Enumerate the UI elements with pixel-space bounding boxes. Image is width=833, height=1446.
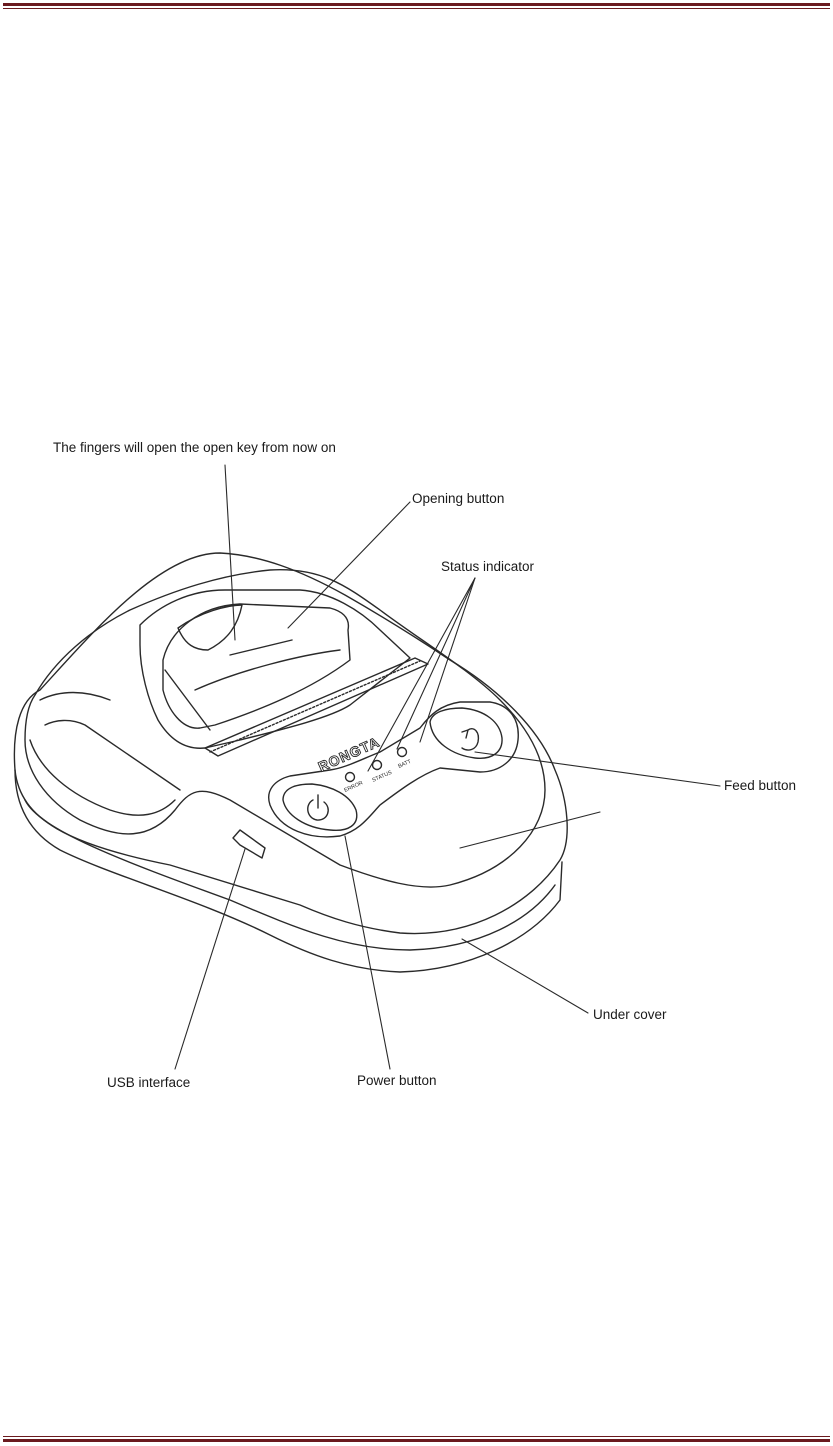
power-icon: [308, 795, 328, 820]
callout-feed-button: Feed button: [724, 778, 796, 793]
feed-icon: [462, 729, 478, 750]
leader-lines: [175, 465, 720, 1069]
paper-cover: [140, 590, 410, 748]
indicator-label-error: ERROR: [343, 780, 364, 794]
led-status: [373, 761, 382, 770]
bottom-rule: [3, 1436, 830, 1442]
cover-window: [163, 604, 350, 728]
usb-port: [233, 830, 265, 858]
callout-fingers: The fingers will open the open key from …: [53, 440, 336, 455]
callout-usb-interface: USB interface: [107, 1075, 190, 1090]
finger-notch: [178, 605, 242, 650]
under-cover: [15, 770, 562, 972]
indicator-label-batt: BATT: [397, 759, 412, 770]
led-batt: [398, 748, 407, 757]
callout-under-cover: Under cover: [593, 1007, 667, 1022]
led-error: [346, 773, 355, 782]
printer-base: [14, 553, 567, 934]
callout-power-button: Power button: [357, 1073, 437, 1088]
callout-opening-button: Opening button: [412, 491, 504, 506]
callout-status-indicator: Status indicator: [441, 559, 535, 574]
indicator-label-status: STATUS: [371, 770, 393, 784]
feed-button[interactable]: [430, 708, 502, 758]
brand-label: RONGTA: [316, 733, 382, 774]
